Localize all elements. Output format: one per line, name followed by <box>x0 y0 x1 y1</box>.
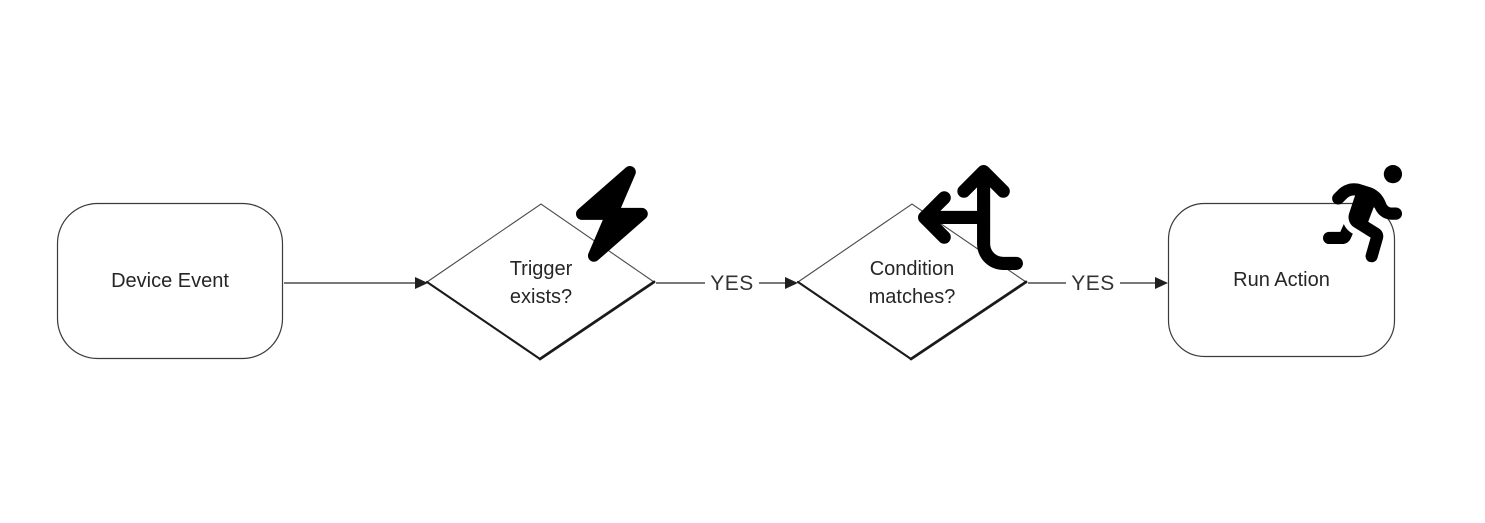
split-arrows-up-left-icon <box>918 164 1023 270</box>
device-event-node <box>56 202 284 360</box>
edge-condition-to-action <box>1028 277 1168 289</box>
edge-trigger-to-condition <box>656 277 798 289</box>
arrowhead-icon <box>415 277 428 289</box>
edge-device-to-trigger <box>284 277 428 289</box>
arrowhead-icon <box>1155 277 1168 289</box>
arrowhead-icon <box>785 277 798 289</box>
trigger-exists-node <box>425 203 656 361</box>
person-running-icon <box>1323 165 1403 263</box>
condition-matches-node <box>796 203 1028 361</box>
lightning-bolt-icon <box>575 165 648 262</box>
